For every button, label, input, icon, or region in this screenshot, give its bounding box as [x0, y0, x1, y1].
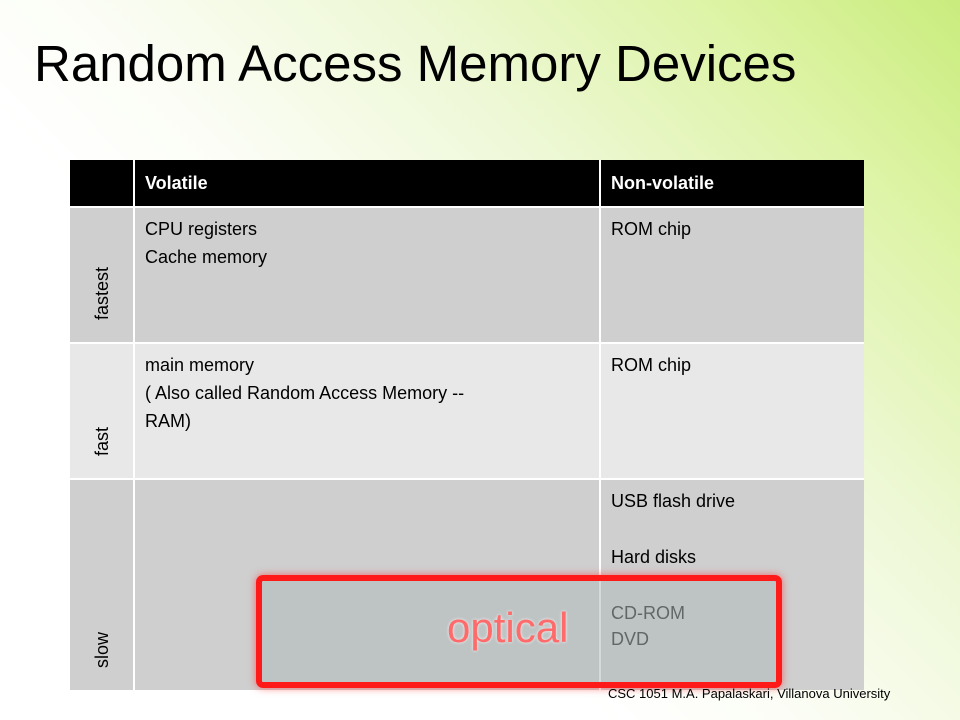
- volatile-item: Cache memory: [145, 247, 268, 267]
- row-label-cell: fastest: [70, 206, 135, 343]
- row-label-fastest: fastest: [92, 266, 112, 320]
- volatile-item: ( Also called Random Access Memory --: [145, 383, 465, 403]
- row-label-cell: fast: [70, 342, 135, 479]
- non-volatile-item: ROM chip: [611, 355, 692, 375]
- table-row-fastest: fastest CPU registers Cache memory ROM c…: [70, 206, 864, 343]
- optical-highlight-box: [256, 575, 782, 688]
- table-row-fast: fast main memory ( Also called Random Ac…: [70, 342, 864, 479]
- volatile-item: CPU registers: [145, 219, 258, 239]
- table-header-row: Volatile Non-volatile: [70, 160, 864, 207]
- non-volatile-cell: ROM chip: [600, 206, 864, 343]
- header-corner-cell: [70, 160, 135, 207]
- header-volatile: Volatile: [134, 160, 601, 207]
- row-label-slow: slow: [92, 631, 112, 668]
- header-non-volatile: Non-volatile: [600, 160, 864, 207]
- non-volatile-item: USB flash drive: [611, 491, 736, 511]
- slide-footer: CSC 1051 M.A. Papalaskari, Villanova Uni…: [608, 686, 891, 701]
- volatile-item: main memory: [145, 355, 255, 375]
- non-volatile-cell: ROM chip: [600, 342, 864, 479]
- non-volatile-item: Hard disks: [611, 547, 697, 567]
- non-volatile-item: ROM chip: [611, 219, 692, 239]
- volatile-cell: CPU registers Cache memory: [134, 206, 601, 343]
- volatile-item: RAM): [145, 411, 191, 431]
- row-label-cell: slow: [70, 478, 135, 690]
- optical-annotation: optical: [447, 604, 569, 651]
- volatile-cell: main memory ( Also called Random Access …: [134, 342, 601, 479]
- slide-title: Random Access Memory Devices: [34, 35, 797, 92]
- spacer: [611, 515, 854, 543]
- row-label-fast: fast: [92, 426, 112, 456]
